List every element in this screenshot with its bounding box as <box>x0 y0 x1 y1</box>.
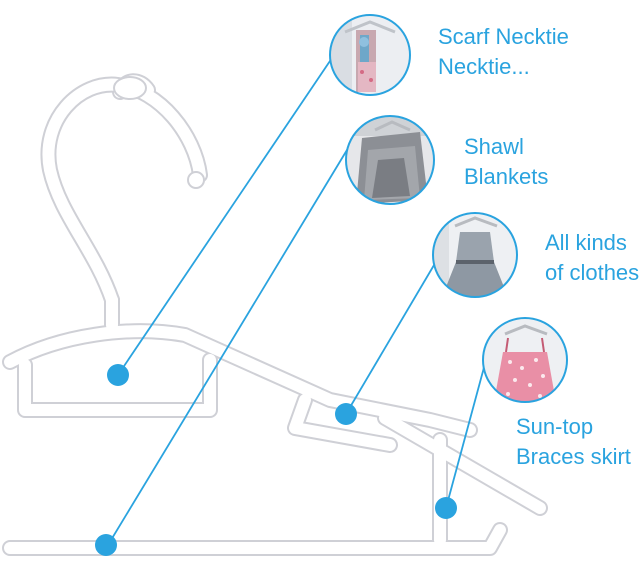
callout-label-suntop: Sun-top Braces skirt <box>516 412 631 472</box>
leader-line-suntop <box>445 359 487 509</box>
callout-line: All kinds <box>545 230 627 255</box>
callout-line: Braces skirt <box>516 444 631 469</box>
anchor-dot-shawl <box>95 534 117 556</box>
callout-line: Shawl <box>464 134 524 159</box>
shawl-on-hanger-photo <box>345 115 435 205</box>
callout-line: Scarf Necktie <box>438 24 569 49</box>
callout-label-clothes: All kinds of clothes <box>545 228 639 288</box>
anchor-dot-scarf <box>107 364 129 386</box>
hanger-body <box>2 73 548 556</box>
callout-line: Blankets <box>464 164 549 189</box>
anchor-dot-clothes <box>335 403 357 425</box>
callout-label-scarf: Scarf Necktie Necktie... <box>438 22 569 82</box>
leader-line-shawl <box>107 144 351 546</box>
leader-line-clothes <box>345 259 438 415</box>
callout-leader-lines <box>107 57 487 546</box>
callout-anchor-dots <box>95 364 457 556</box>
callout-line: of clothes <box>545 260 640 285</box>
callout-line: Necktie... <box>438 54 530 79</box>
callout-label-shawl: Shawl Blankets <box>464 132 548 192</box>
leader-line-scarf <box>117 57 333 376</box>
anchor-dot-suntop <box>435 497 457 519</box>
callout-line: Sun-top <box>516 414 594 439</box>
sun-top-on-hanger-photo <box>482 317 568 403</box>
dress-on-hanger-photo <box>432 212 518 298</box>
scarf-on-hanger-photo <box>329 14 411 96</box>
